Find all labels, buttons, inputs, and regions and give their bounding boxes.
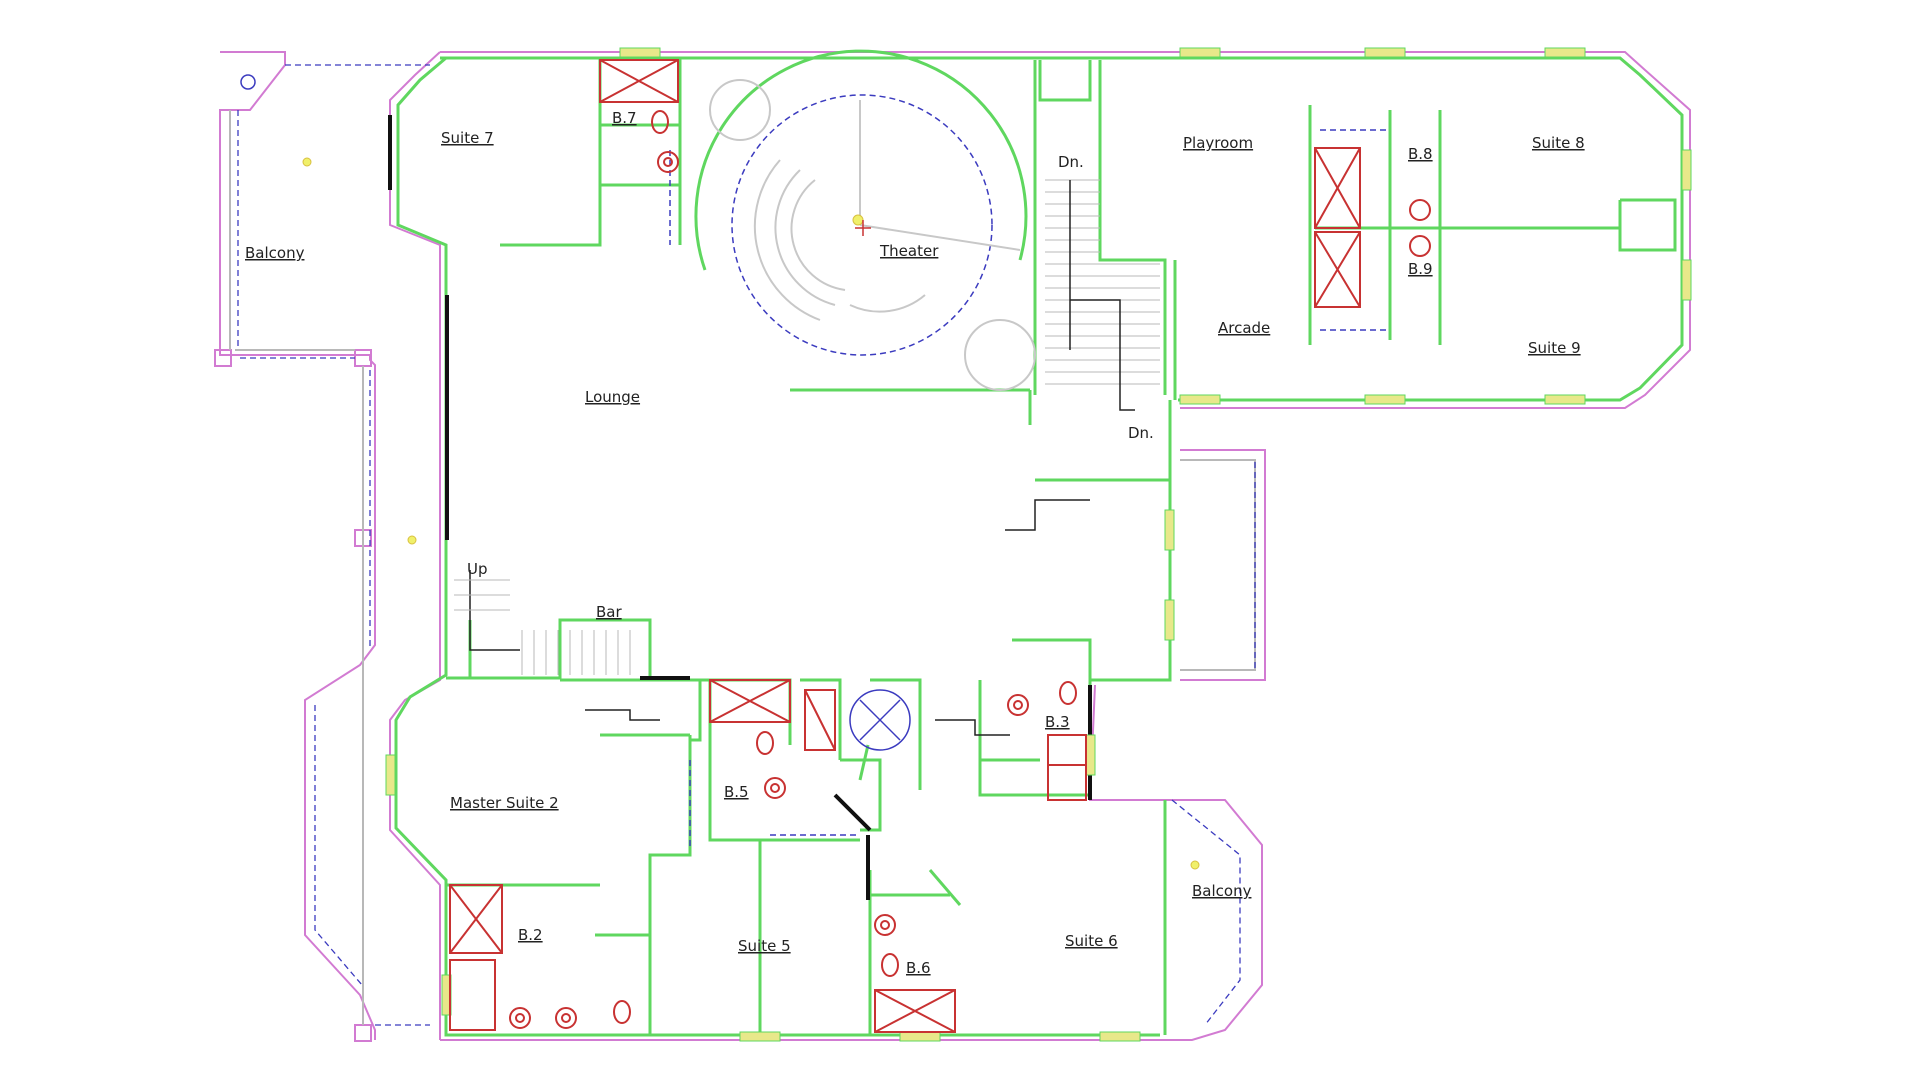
- label-bath-9: B.9: [1408, 260, 1433, 278]
- label-bath-7: B.7: [612, 109, 637, 127]
- label-bath-2: B.2: [518, 926, 543, 944]
- label-suite-8: Suite 8: [1532, 134, 1585, 152]
- staircase-north: [1045, 179, 1160, 385]
- staircase-bar: [454, 579, 631, 675]
- exterior-outline: [214, 51, 1691, 1042]
- theater-seating: [709, 79, 1036, 391]
- label-arcade: Arcade: [1218, 319, 1270, 337]
- stair-arrow-lines: [469, 180, 1135, 736]
- label-suite-9: Suite 9: [1528, 339, 1581, 357]
- label-lounge: Lounge: [585, 388, 640, 406]
- label-bath-3: B.3: [1045, 713, 1070, 731]
- interior-walls: [394, 49, 1684, 1037]
- light-fixtures: [302, 157, 1200, 870]
- corner-drain: [240, 74, 256, 90]
- label-down-stair: Dn.: [1128, 424, 1154, 442]
- label-master-suite-2: Master Suite 2: [450, 794, 559, 812]
- label-balcony-se: Balcony: [1192, 882, 1252, 900]
- label-down-north: Dn.: [1058, 153, 1084, 171]
- elevator-shaft: [849, 689, 911, 751]
- label-playroom: Playroom: [1183, 134, 1253, 152]
- balcony-dashed-edge: [237, 64, 1256, 1026]
- label-bath-5: B.5: [724, 783, 749, 801]
- label-suite-6: Suite 6: [1065, 932, 1118, 950]
- label-suite-7: Suite 7: [441, 129, 494, 147]
- bath-fixtures: [449, 59, 1431, 1033]
- label-bath-8: B.8: [1408, 145, 1433, 163]
- label-up: Up: [467, 560, 488, 578]
- label-bar: Bar: [596, 603, 622, 621]
- balcony-railing: [229, 110, 1256, 1025]
- label-theater: Theater: [879, 242, 939, 260]
- label-bath-6: B.6: [906, 959, 931, 977]
- window-markers: [385, 47, 1692, 1042]
- label-balcony-nw: Balcony: [245, 244, 305, 262]
- theater-marker: [855, 220, 871, 236]
- label-suite-5: Suite 5: [738, 937, 791, 955]
